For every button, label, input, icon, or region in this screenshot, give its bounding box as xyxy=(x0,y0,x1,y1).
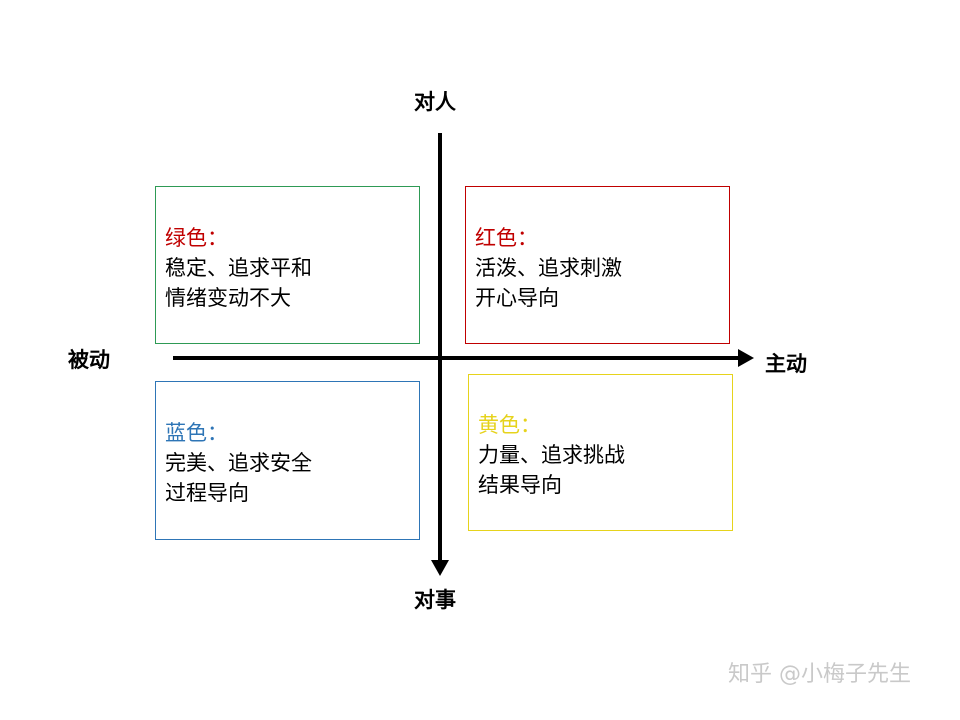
axis-label-left: 被动 xyxy=(68,348,110,372)
quadrant-green-line2: 情绪变动不大 xyxy=(165,286,291,310)
quadrant-red-line1: 活泼、追求刺激 xyxy=(475,256,622,280)
quadrant-green-box: 绿色： 稳定、追求平和 情绪变动不大 xyxy=(155,186,420,344)
quadrant-blue-box: 蓝色： 完美、追求安全 过程导向 xyxy=(155,381,420,540)
down-arrowhead xyxy=(431,560,449,576)
axis-label-top: 对人 xyxy=(414,90,456,114)
quadrant-yellow-line2: 结果导向 xyxy=(478,473,562,497)
quadrant-yellow-box: 黄色： 力量、追求挑战 结果导向 xyxy=(468,374,733,531)
quadrant-green-line1: 稳定、追求平和 xyxy=(165,256,312,280)
axis-label-right: 主动 xyxy=(765,352,807,376)
watermark: 知乎 @小梅子先生 xyxy=(728,662,911,687)
quadrant-red-box: 红色： 活泼、追求刺激 开心导向 xyxy=(465,186,730,344)
quadrant-green-title: 绿色： xyxy=(165,226,228,250)
horizontal-axis xyxy=(173,349,754,367)
quadrant-red-title: 红色： xyxy=(475,226,538,250)
axis-label-bottom: 对事 xyxy=(414,588,456,612)
quadrant-blue-title: 蓝色： xyxy=(165,421,228,445)
right-arrowhead xyxy=(738,349,754,367)
quadrant-blue-line2: 过程导向 xyxy=(165,481,249,505)
quadrant-red-line2: 开心导向 xyxy=(475,286,559,310)
quadrant-yellow-title: 黄色： xyxy=(478,413,541,437)
quadrant-yellow-line1: 力量、追求挑战 xyxy=(478,443,625,467)
quadrant-blue-line1: 完美、追求安全 xyxy=(165,451,312,475)
vertical-axis xyxy=(431,133,449,576)
